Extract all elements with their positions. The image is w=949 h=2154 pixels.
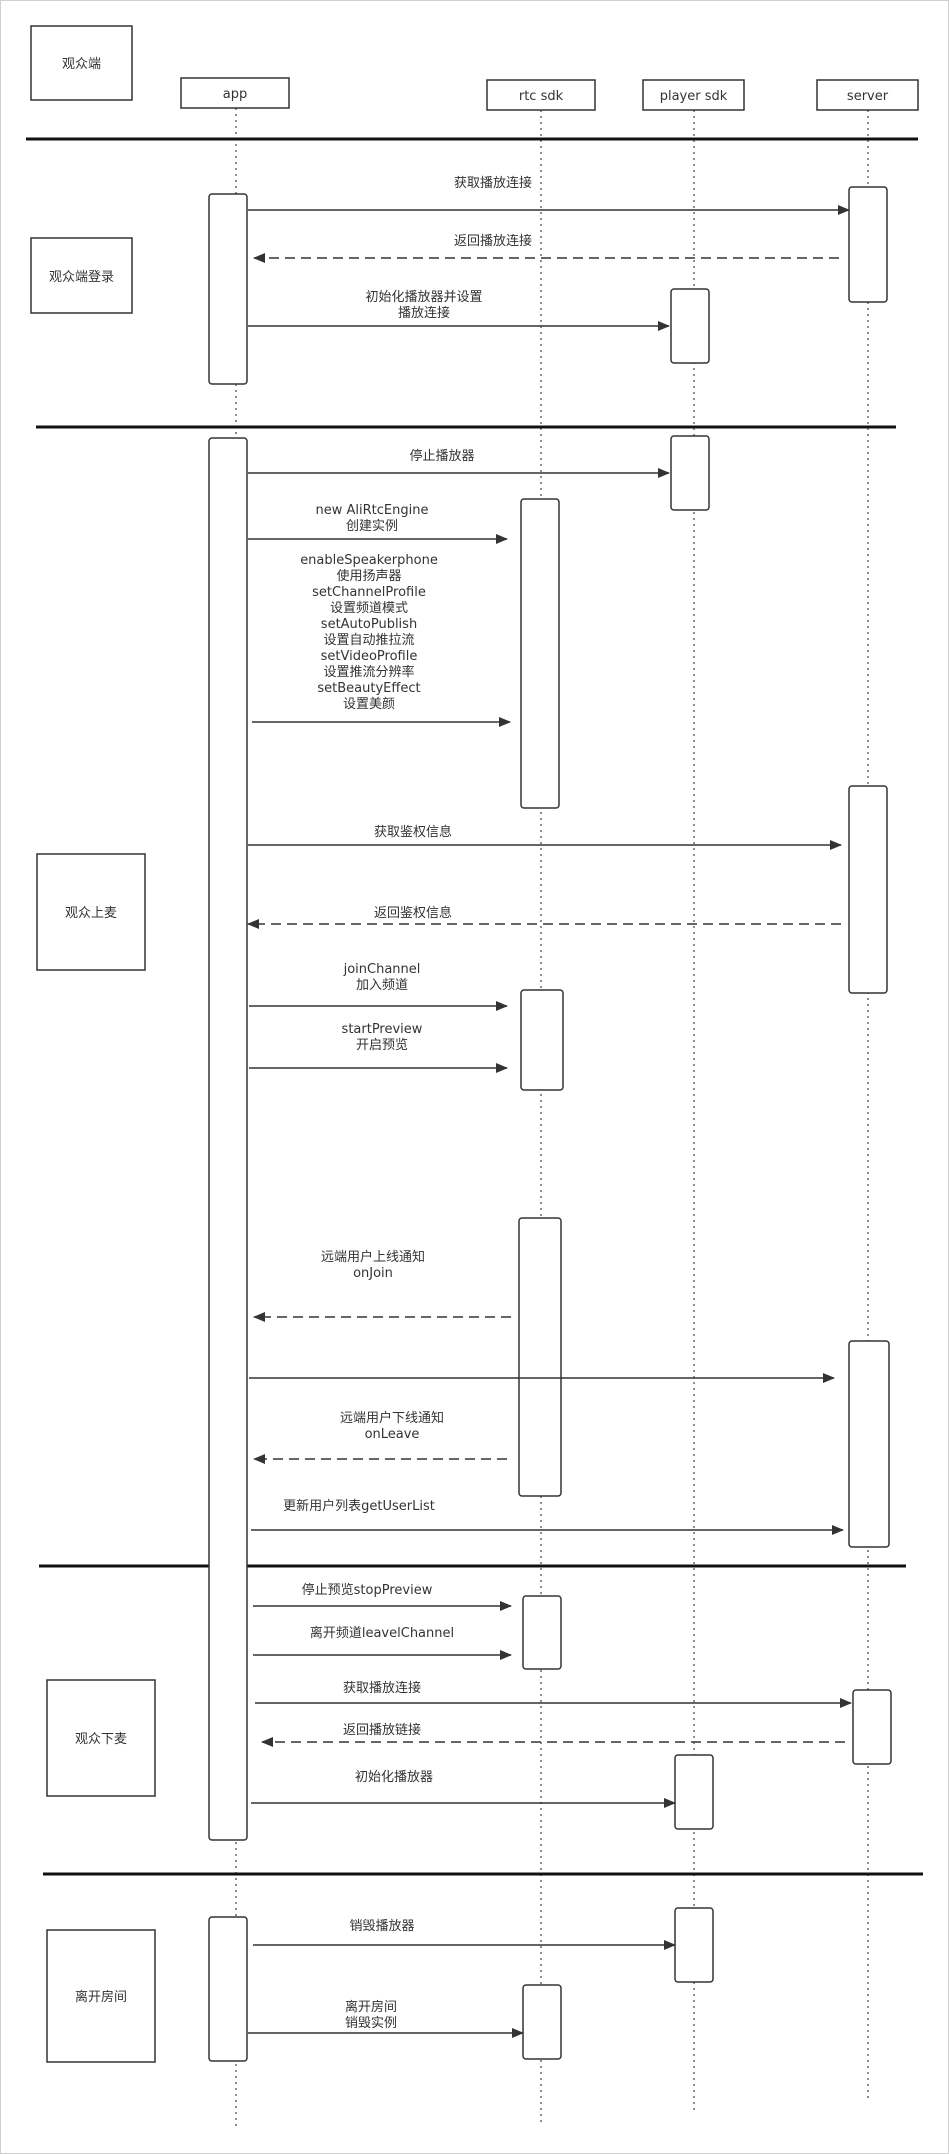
activation-player-1 — [670, 288, 710, 364]
activations — [208, 186, 892, 2062]
message-label: 初始化播放器并设置 — [365, 290, 482, 305]
message-label: joinChannel — [343, 962, 421, 977]
message-label: 销毁播放器 — [349, 1919, 414, 1934]
message-get-play-url: 获取播放连接 — [248, 175, 850, 215]
title-box-label: 观众端 — [62, 57, 101, 72]
message-label: 获取鉴权信息 — [374, 824, 452, 840]
participant-label: app — [223, 87, 247, 102]
message-label: 停止预览stopPreview — [302, 1582, 433, 1598]
message-label: 返回鉴权信息 — [374, 905, 452, 921]
message-leave-room: 离开房间 销毁实例 — [248, 1999, 524, 2038]
phase-leave: 离开房间 — [46, 1929, 156, 2063]
participant-server: server — [816, 79, 919, 111]
phase-label: 离开房间 — [75, 1989, 127, 2005]
message-label: onJoin — [353, 1266, 393, 1281]
participant-player-sdk: player sdk — [642, 79, 745, 111]
activation-player-2 — [670, 435, 710, 511]
message-label: 远端用户上线通知 — [321, 1249, 425, 1265]
phase-upmic: 观众上麦 — [36, 853, 146, 971]
activation-app-main — [208, 437, 248, 1841]
phase-login: 观众端登录 — [30, 237, 133, 314]
message-label: 播放连接 — [398, 305, 450, 321]
participant-rtc-sdk: rtc sdk — [486, 79, 596, 111]
activation-app-login — [208, 193, 248, 385]
message-return-auth: 返回鉴权信息 — [247, 905, 841, 929]
phase-label: 观众端登录 — [49, 270, 114, 285]
message-start-preview: startPreview 开启预览 — [249, 1022, 508, 1073]
activation-rtc-1 — [520, 498, 560, 809]
message-label: new AliRtcEngine — [316, 503, 429, 518]
message-label: setChannelProfile — [312, 585, 426, 600]
activation-player-4 — [674, 1907, 714, 1983]
activation-server-3 — [848, 1340, 890, 1548]
message-label: 获取播放连接 — [343, 1680, 421, 1696]
message-on-leave: 远端用户下线通知 onLeave — [253, 1410, 507, 1464]
activation-app-leave — [208, 1916, 248, 2062]
message-label: 使用扬声器 — [336, 568, 401, 584]
activation-server-4 — [852, 1689, 892, 1765]
lifelines — [235, 108, 869, 2130]
activation-rtc-4 — [522, 1595, 562, 1670]
message-label: 离开房间 — [345, 1999, 397, 2015]
message-label: setBeautyEffect — [317, 681, 420, 696]
message-label: 设置推流分辨率 — [323, 664, 414, 680]
message-destroy-player: 销毁播放器 — [253, 1919, 676, 1950]
message-label: 设置自动推拉流 — [323, 633, 414, 648]
message-get-play-url-2: 获取播放连接 — [255, 1680, 852, 1708]
activation-player-3 — [674, 1754, 714, 1830]
participant-label: player sdk — [660, 89, 728, 104]
activation-rtc-3 — [518, 1217, 562, 1497]
message-label: setVideoProfile — [321, 649, 418, 664]
phase-label: 观众下麦 — [75, 1732, 127, 1747]
message-label: enableSpeakerphone — [300, 553, 438, 568]
message-label: 返回播放链接 — [343, 1722, 421, 1738]
message-label: 停止播放器 — [409, 448, 474, 464]
message-stop-preview: 停止预览stopPreview — [253, 1582, 512, 1611]
message-label: 设置美颜 — [343, 696, 395, 712]
message-label: 创建实例 — [346, 519, 398, 534]
message-label: 返回播放连接 — [454, 233, 532, 249]
participant-app: app — [180, 77, 290, 109]
message-label: 更新用户列表getUserList — [283, 1498, 435, 1514]
message-stop-player: 停止播放器 — [248, 448, 670, 478]
message-label: 获取播放连接 — [454, 175, 532, 191]
phase-downmic: 观众下麦 — [46, 1679, 156, 1797]
message-init-player: 初始化播放器并设置 播放连接 — [248, 290, 670, 331]
activation-rtc-2 — [520, 989, 564, 1091]
message-on-join: 远端用户上线通知 onJoin — [253, 1249, 511, 1322]
message-return-play-url: 返回播放连接 — [253, 233, 839, 263]
activation-server-2 — [848, 785, 888, 994]
phase-label: 观众上麦 — [65, 906, 117, 921]
message-label: 加入频道 — [356, 978, 408, 993]
message-label: 离开频道leavelChannel — [310, 1625, 454, 1641]
activation-rtc-5 — [522, 1984, 562, 2060]
messages: 获取播放连接 返回播放连接 初始化播放器并设置 播放连接 停止播放器 new A… — [247, 175, 852, 2038]
message-leave-channel: 离开频道leavelChannel — [253, 1625, 512, 1660]
message-label: 设置频道模式 — [330, 601, 408, 616]
message-get-user-list: 更新用户列表getUserList — [251, 1498, 844, 1535]
message-label: 开启预览 — [356, 1037, 408, 1053]
message-get-auth: 获取鉴权信息 — [248, 824, 842, 850]
participant-label: server — [847, 89, 889, 104]
message-new-engine: new AliRtcEngine 创建实例 — [248, 503, 508, 544]
message-label: startPreview — [342, 1022, 423, 1037]
title-box: 观众端 — [30, 25, 133, 101]
participant-label: rtc sdk — [519, 89, 564, 104]
message-label: onLeave — [365, 1427, 420, 1442]
message-engine-config: enableSpeakerphone 使用扬声器 setChannelProfi… — [252, 553, 511, 727]
activation-server-1 — [848, 186, 888, 303]
message-label: setAutoPublish — [321, 617, 417, 632]
message-label: 初始化播放器 — [355, 1770, 433, 1785]
message-return-play-url-2: 返回播放链接 — [261, 1722, 845, 1747]
message-label: 远端用户下线通知 — [340, 1410, 444, 1426]
message-label: 销毁实例 — [345, 2016, 397, 2031]
message-join-channel: joinChannel 加入频道 — [249, 962, 508, 1011]
message-init-player-2: 初始化播放器 — [251, 1770, 676, 1808]
